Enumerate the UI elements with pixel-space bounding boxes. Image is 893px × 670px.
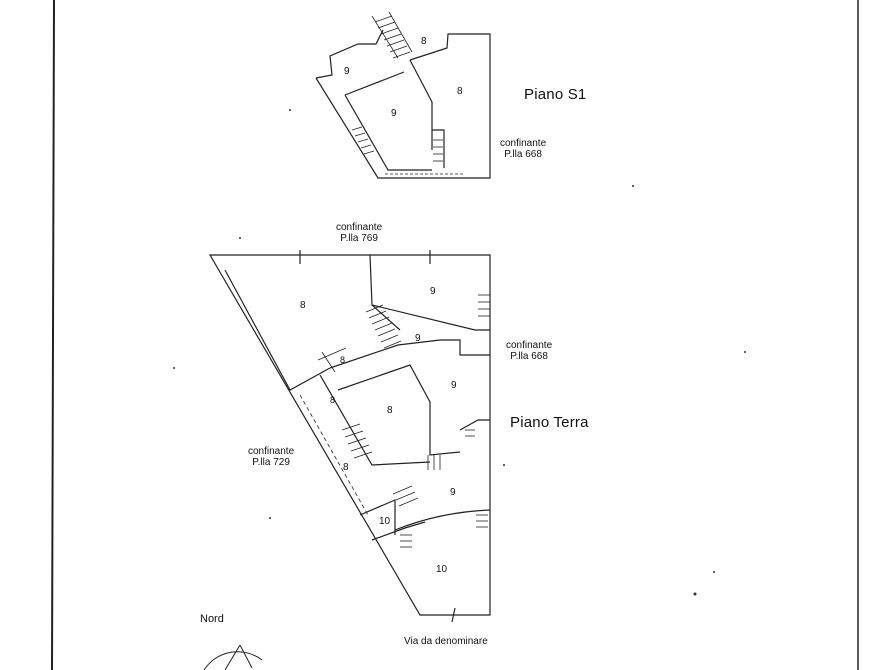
parcel-text: P.lla 668: [504, 149, 542, 160]
frame-left: [51, 0, 55, 670]
room-number: 8: [457, 86, 463, 97]
room-number: 8: [387, 405, 393, 416]
title-piano-terra: Piano Terra: [510, 414, 589, 431]
scan-specks: [173, 109, 746, 596]
confinante-text: confinante: [506, 340, 553, 351]
confinante-text: confinante: [336, 222, 383, 233]
room-number: 9: [451, 380, 457, 391]
room-number: 9: [430, 286, 436, 297]
confinante-text: confinante: [248, 446, 295, 457]
street-label: Via da denominare: [404, 636, 488, 647]
confinante-terra-right: confinante P.lla 668: [506, 340, 552, 362]
room-number: 9: [391, 108, 397, 119]
confinante-s1-right: confinante P.lla 668: [500, 138, 546, 160]
title-piano-s1: Piano S1: [524, 86, 587, 103]
room-number: 9: [415, 333, 421, 344]
room-number: 10: [436, 564, 448, 575]
room-number: 8: [330, 395, 336, 405]
confinante-terra-top: confinante P.lla 769: [336, 222, 382, 244]
parcel-text: P.lla 769: [340, 233, 378, 244]
room-number: 9: [450, 487, 456, 498]
room-number: 8: [343, 462, 349, 473]
north-arrow: [203, 644, 263, 670]
room-number: 8: [340, 355, 346, 365]
parcel-text: P.lla 668: [510, 351, 548, 362]
plan-terra-outline: [208, 250, 491, 623]
room-number: 9: [344, 66, 350, 77]
parcel-text: P.lla 729: [252, 457, 290, 468]
plan-s1-outline: [315, 11, 491, 179]
north-label: Nord: [200, 613, 224, 625]
confinante-text: confinante: [500, 138, 547, 149]
room-number: 8: [421, 36, 427, 47]
room-number: 10: [379, 516, 391, 527]
confinante-terra-left: confinante P.lla 729: [248, 446, 294, 468]
room-number: 8: [300, 300, 306, 311]
